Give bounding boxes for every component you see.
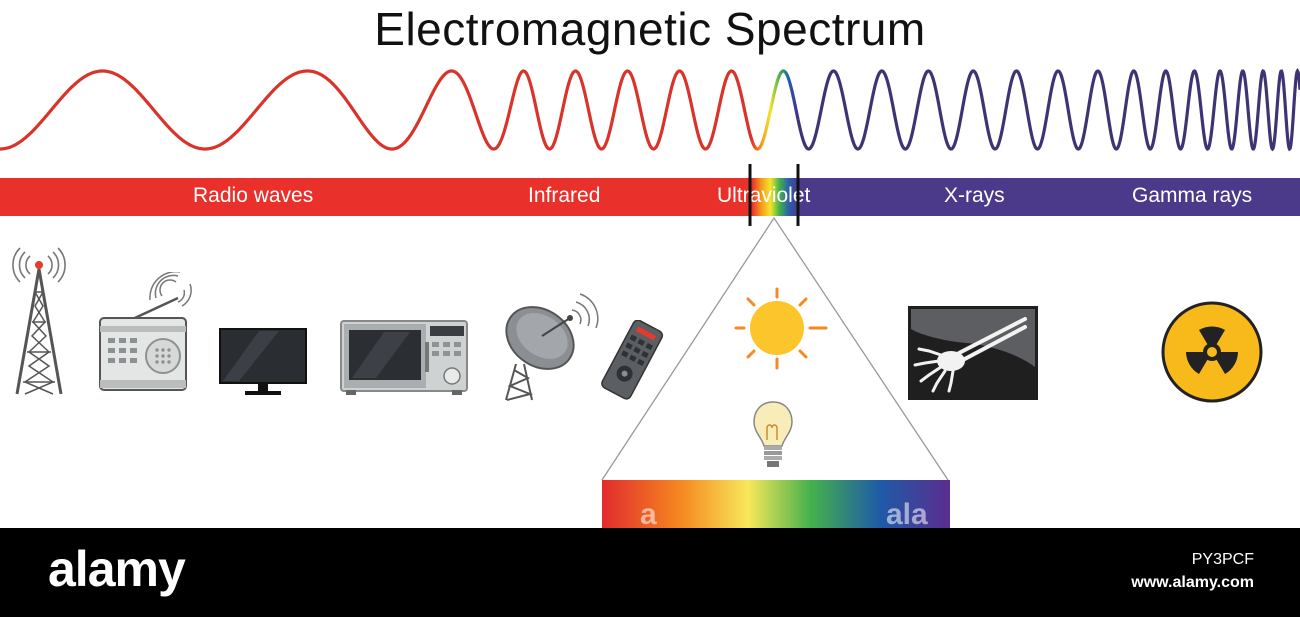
- sun-icon: [734, 287, 828, 370]
- band-label-xrays: X-rays: [944, 184, 1005, 207]
- satellite-dish-icon: [505, 293, 599, 401]
- television-icon: [219, 328, 307, 395]
- band-label-gamma: Gamma rays: [1132, 184, 1253, 207]
- remote-control-icon: [601, 320, 664, 400]
- band-uv-gamma: [798, 178, 1300, 216]
- band-label-ultraviolet: Ultraviolet: [717, 184, 811, 207]
- band-label-infrared: Infrared: [528, 184, 601, 207]
- watermark-right: ala: [886, 498, 928, 531]
- visible-spectrum-strip: [602, 480, 950, 534]
- visible-light-wave: [750, 69, 800, 151]
- image-id: PY3PCF: [1191, 551, 1254, 568]
- ultraviolet-gamma-wave: [796, 67, 1300, 152]
- radio-tower-icon: [12, 247, 66, 395]
- radiation-symbol-icon: [1161, 301, 1263, 403]
- visible-light-callout: [601, 164, 950, 534]
- light-bulb-icon: [753, 401, 793, 467]
- band-visible: [752, 178, 798, 216]
- radio-icon: [99, 272, 192, 391]
- band-radio-infrared: [0, 178, 752, 216]
- site-url: www.alamy.com: [1131, 574, 1254, 591]
- callout-triangle: [601, 216, 949, 481]
- band-label-radio: Radio waves: [193, 184, 314, 207]
- x-ray-hand-icon: [908, 306, 1038, 400]
- watermark-left: a: [640, 498, 657, 531]
- microwave-icon: [340, 320, 468, 395]
- spectrum-band-bar: [0, 178, 1300, 216]
- wave-graphic: [0, 67, 1300, 152]
- footer-bar: [0, 528, 1300, 617]
- diagram-title: Electromagnetic Spectrum: [374, 3, 926, 55]
- radio-infrared-wave: [0, 69, 754, 151]
- brand-logo: alamy: [48, 541, 186, 597]
